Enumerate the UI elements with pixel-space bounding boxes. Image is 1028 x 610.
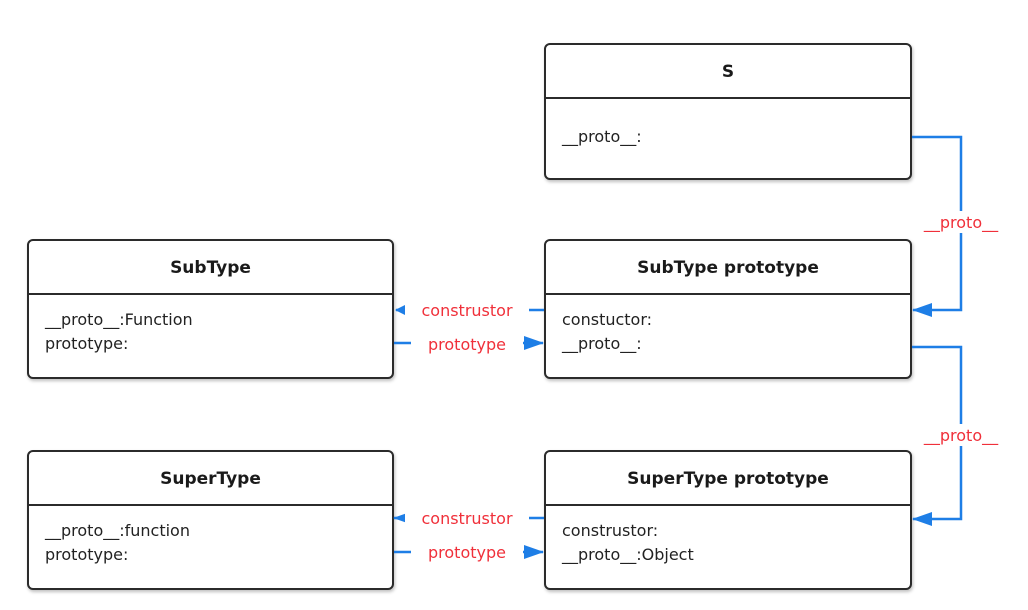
supertype-prototype-field-proto: __proto__:Object	[562, 545, 694, 564]
s-box: S __proto__:	[544, 43, 912, 180]
constructor-label-super: construstor	[421, 509, 512, 528]
subtype-field-prototype: prototype:	[45, 334, 129, 353]
proto-label-mid: __proto__	[923, 426, 999, 446]
subtype-prototype-box-title: SubType prototype	[546, 241, 910, 295]
supertype-box-title: SuperType	[29, 452, 392, 506]
subtype-prototype-field-constructor: constuctor:	[562, 310, 653, 329]
supertype-field-proto: __proto__:function	[45, 521, 190, 540]
s-field-proto: __proto__:	[562, 127, 642, 146]
s-box-title: S	[546, 45, 910, 99]
subtype-box: SubType __proto__:Function prototype:	[27, 239, 394, 379]
prototype-label-super: prototype	[428, 543, 506, 562]
supertype-prototype-box-title: SuperType prototype	[546, 452, 910, 506]
prototype-label-sub: prototype	[428, 335, 506, 354]
constructor-label-sub: construstor	[421, 301, 512, 320]
supertype-field-prototype: prototype:	[45, 545, 129, 564]
supertype-box: SuperType __proto__:function prototype:	[27, 450, 394, 590]
subtype-box-title: SubType	[29, 241, 392, 295]
subtype-prototype-field-proto: __proto__:	[562, 334, 642, 353]
proto-label-top: __proto__	[923, 213, 999, 233]
subtype-field-proto: __proto__:Function	[45, 310, 193, 329]
supertype-prototype-box: SuperType prototype construstor: __proto…	[544, 450, 912, 590]
supertype-prototype-field-constructor: construstor:	[562, 521, 659, 540]
subtype-prototype-box: SubType prototype constuctor: __proto__:	[544, 239, 912, 379]
